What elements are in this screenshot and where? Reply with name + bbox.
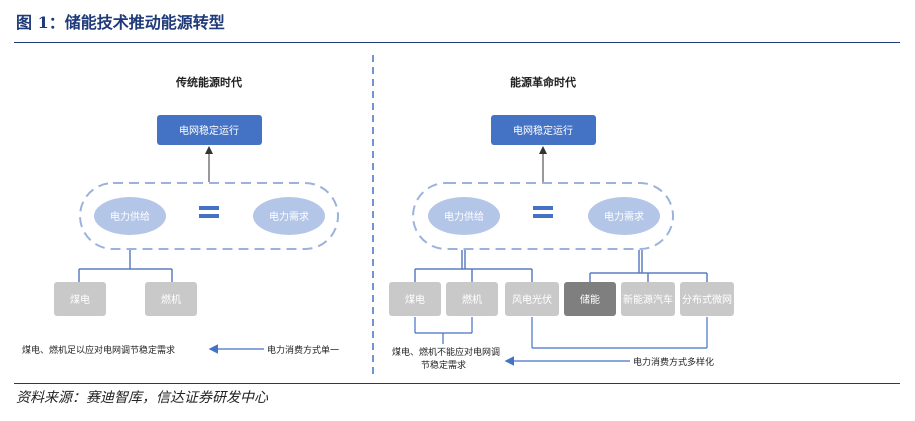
right-demand-oval xyxy=(588,197,660,235)
left-heading: 传统能源时代 xyxy=(175,75,242,89)
right-source-box-microgrid xyxy=(680,282,734,316)
right-balance-frame xyxy=(412,182,674,250)
right-grid-box xyxy=(491,115,596,145)
right-supply-label: 电力供给 xyxy=(444,210,484,223)
right-supply-oval xyxy=(428,197,500,235)
right-source-label-ev: 新能源汽车 xyxy=(623,293,673,306)
left-source-box-gas xyxy=(145,282,197,316)
right-equals-sign xyxy=(533,206,553,218)
right-heading: 能源革命时代 xyxy=(510,75,576,89)
right-demand-connector xyxy=(589,250,708,282)
right-source-label-wind-solar: 风电光伏 xyxy=(512,293,552,306)
left-source-box-coal xyxy=(54,282,106,316)
right-source-label-microgrid: 分布式微网 xyxy=(682,293,732,306)
left-grid-label: 电网稳定运行 xyxy=(179,124,239,137)
left-source-connector xyxy=(78,250,173,282)
left-demand-oval xyxy=(253,197,325,235)
right-source-label-gas: 燃机 xyxy=(462,293,482,306)
right-diversity-bracket xyxy=(531,317,708,349)
top-rule xyxy=(14,42,900,43)
left-supply-oval xyxy=(94,197,166,235)
right-note-line2: 节稳定需求 xyxy=(421,359,466,371)
left-source-label-gas: 燃机 xyxy=(161,293,181,306)
right-supply-connector xyxy=(414,250,533,282)
right-source-box-gas xyxy=(446,282,498,316)
right-arrow-label: 电力消费方式多样化 xyxy=(633,356,714,368)
right-source-box-storage xyxy=(564,282,616,316)
right-note-bracket xyxy=(414,317,473,344)
left-equals-sign xyxy=(199,206,219,218)
left-demand-label: 电力需求 xyxy=(269,210,309,223)
right-source-label-storage: 储能 xyxy=(580,293,600,306)
bottom-rule xyxy=(14,383,900,384)
figure-title: 图 1：储能技术推动能源转型 xyxy=(16,13,225,32)
left-supply-label: 电力供给 xyxy=(110,210,150,223)
right-note-line1: 煤电、燃机不能应对电网调 xyxy=(392,346,500,358)
right-demand-label: 电力需求 xyxy=(604,210,644,223)
right-source-box-wind-solar xyxy=(505,282,559,316)
left-balance-frame xyxy=(79,182,339,250)
left-source-label-coal: 煤电 xyxy=(70,293,90,306)
right-grid-label: 电网稳定运行 xyxy=(513,124,573,137)
right-source-box-coal xyxy=(389,282,441,316)
left-arrow-label: 电力消费方式单一 xyxy=(267,344,339,356)
figure-source: 资料来源：赛迪智库，信达证券研发中心 xyxy=(16,390,268,406)
left-note: 煤电、燃机足以应对电网调节稳定需求 xyxy=(22,344,175,356)
right-source-label-coal: 煤电 xyxy=(405,293,425,306)
left-grid-box xyxy=(157,115,262,145)
right-source-box-ev xyxy=(621,282,675,316)
